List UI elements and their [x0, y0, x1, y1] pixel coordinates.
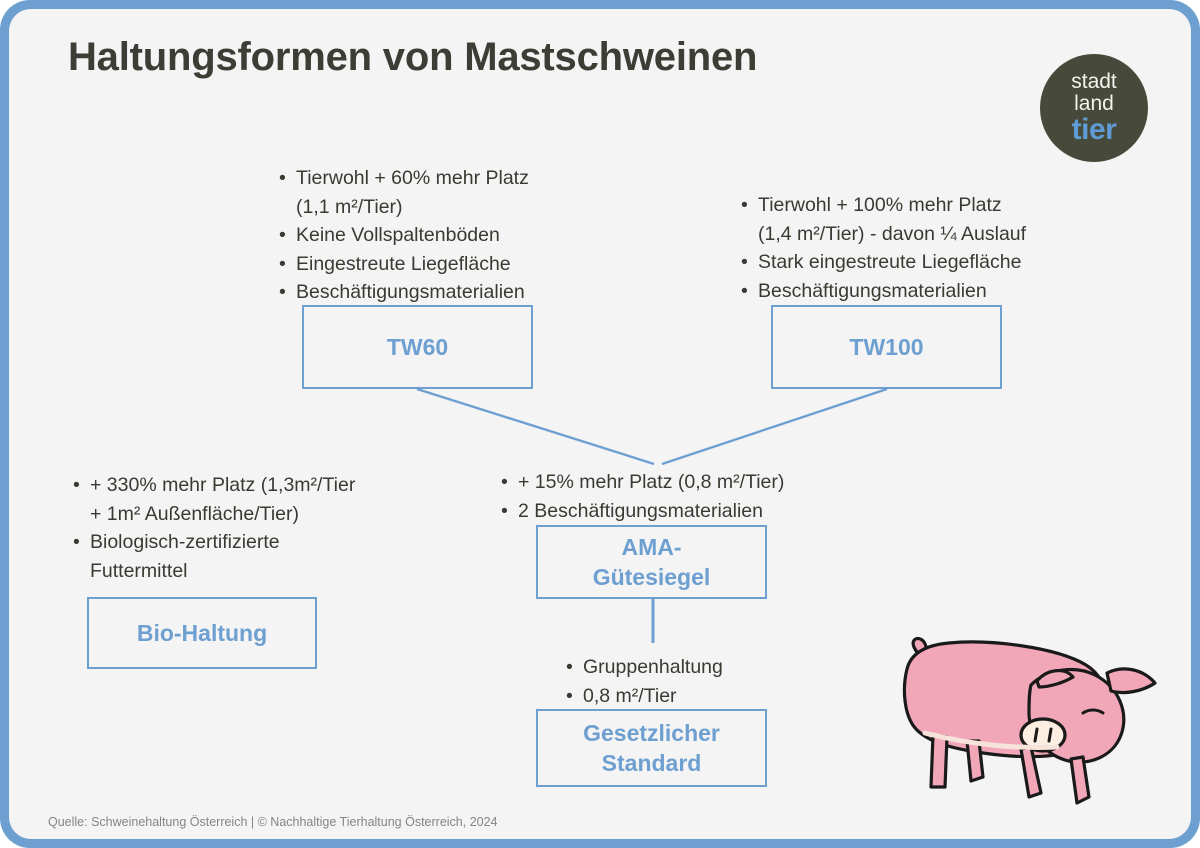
list-item: 2 Beschäftigungsmaterialien — [499, 497, 784, 526]
box-ama-guetesiegel[interactable]: AMA- Gütesiegel — [536, 525, 767, 599]
list-item: + 15% mehr Platz (0,8 m²/Tier) — [499, 468, 784, 497]
logo-line-tier: tier — [1071, 113, 1117, 146]
list-item-continuation: (1,1 m²/Tier) — [296, 195, 403, 218]
bio-bullet-list: + 330% mehr Platz (1,3m²/Tier + 1m² Auße… — [71, 471, 355, 585]
box-tw60[interactable]: TW60 — [302, 305, 533, 389]
list-item: Beschäftigungsmaterialien — [277, 278, 529, 307]
tw100-bullet-list: Tierwohl + 100% mehr Platz (1,4 m²/Tier)… — [739, 191, 1026, 305]
list-item: Biologisch-zertifizierte — [71, 528, 355, 557]
list-item: Eingestreute Liegefläche — [277, 250, 529, 279]
list-item: Gruppenhaltung — [564, 653, 723, 682]
standard-bullet-list: Gruppenhaltung 0,8 m²/Tier — [564, 653, 723, 710]
list-item-continuation: (1,4 m²/Tier) - davon ¼ Auslauf — [758, 222, 1027, 245]
list-item: + 330% mehr Platz (1,3m²/Tier — [71, 471, 355, 500]
box-tw100[interactable]: TW100 — [771, 305, 1002, 389]
box-ama-label-line2: Gütesiegel — [592, 564, 711, 590]
box-ama-label-line1: AMA- — [621, 534, 682, 560]
box-gesetzlicher-standard[interactable]: Gesetzlicher Standard — [536, 709, 767, 787]
list-item-continuation: Futtermittel — [90, 559, 188, 582]
tw60-bullet-list: Tierwohl + 60% mehr Platz (1,1 m²/Tier) … — [277, 164, 529, 307]
box-standard-label-line2: Standard — [601, 750, 702, 776]
list-item: Stark eingestreute Liegefläche — [739, 248, 1026, 277]
list-item: Tierwohl + 100% mehr Platz — [739, 191, 1026, 220]
ama-bullet-list: + 15% mehr Platz (0,8 m²/Tier) 2 Beschäf… — [499, 468, 784, 525]
list-item: Beschäftigungsmaterialien — [739, 277, 1026, 306]
box-standard-label-line1: Gesetzlicher — [583, 720, 720, 746]
list-item: Tierwohl + 60% mehr Platz — [277, 164, 529, 193]
brand-logo: stadt land tier — [1040, 54, 1148, 162]
box-bio-haltung[interactable]: Bio-Haltung — [87, 597, 317, 669]
page-title: Haltungsformen von Mastschweinen — [68, 35, 758, 79]
list-item-continuation: + 1m² Außenfläche/Tier) — [90, 502, 299, 525]
source-footer: Quelle: Schweinehaltung Österreich | © N… — [48, 815, 498, 829]
list-item: Keine Vollspaltenböden — [277, 221, 529, 250]
logo-line-land: land — [1074, 92, 1114, 115]
list-item: 0,8 m²/Tier — [564, 682, 723, 711]
cartoon-pig-icon — [902, 636, 1157, 805]
logo-line-stadt: stadt — [1071, 70, 1117, 93]
infographic-canvas: Haltungsformen von Mastschweinen stadt l… — [9, 9, 1191, 839]
